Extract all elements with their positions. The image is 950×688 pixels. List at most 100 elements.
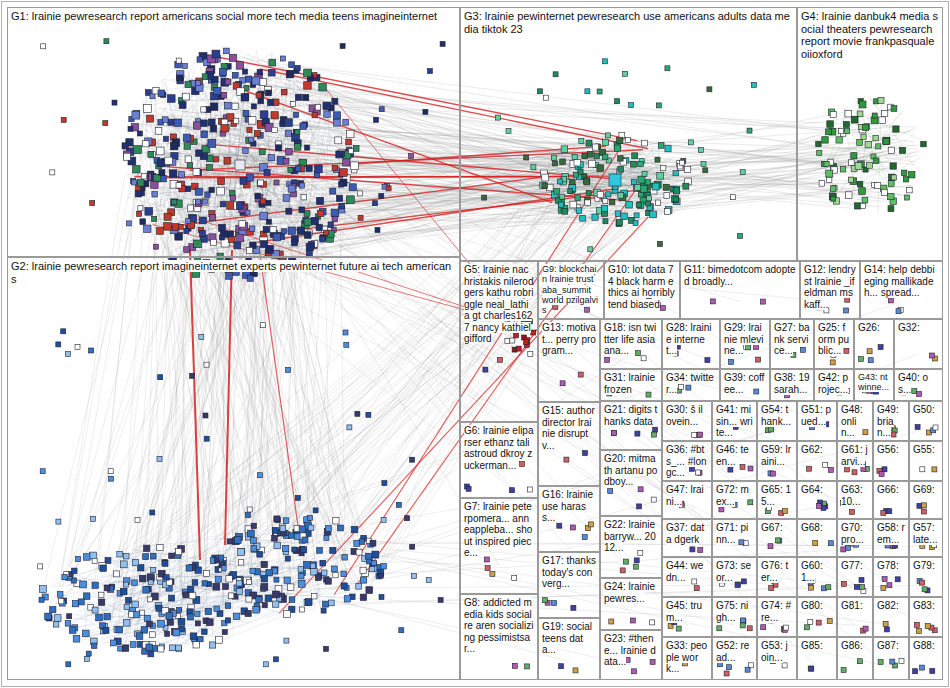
vertex-marker: [335, 137, 342, 144]
vertex-marker: [333, 518, 339, 524]
vertex-marker: [123, 620, 130, 627]
vertex-marker: [175, 548, 181, 554]
vertex-marker: [219, 69, 226, 76]
vertex-marker: [381, 564, 387, 570]
vertex-marker: [210, 642, 216, 648]
vertex-marker: [86, 651, 91, 656]
vertex-marker: [262, 603, 267, 608]
vertex-marker: [169, 170, 177, 178]
vertex-marker: [201, 107, 206, 112]
vertex-marker: [260, 79, 267, 86]
vertex-marker: [258, 98, 264, 104]
vertex-marker: [228, 593, 234, 599]
vertex-marker: [226, 273, 233, 280]
vertex-marker: [148, 651, 154, 657]
vertex-marker: [252, 77, 260, 85]
network-edge: [136, 100, 217, 633]
vertex-marker: [247, 128, 252, 133]
vertex-marker: [286, 70, 294, 78]
vertex-marker: [411, 573, 416, 578]
network-edge: [165, 581, 299, 622]
vertex-marker: [592, 214, 598, 220]
vertex-marker: [283, 158, 289, 164]
vertex-marker: [242, 94, 249, 101]
vertex-marker: [280, 526, 286, 532]
vertex-marker: [199, 230, 205, 236]
vertex-marker: [224, 48, 230, 54]
vertex-marker: [324, 646, 329, 651]
vertex-marker: [193, 641, 200, 648]
network-edge: [103, 180, 210, 568]
network-edge: [870, 98, 896, 132]
vertex-marker: [248, 530, 255, 537]
vertex-marker: [177, 607, 182, 612]
network-edge: [668, 157, 903, 178]
network-edge: [204, 176, 684, 585]
vertex-marker: [428, 69, 433, 74]
network-edge: [167, 122, 187, 649]
vertex-marker: [311, 569, 318, 576]
network-edge: [368, 168, 660, 548]
vertex-marker: [195, 621, 200, 626]
vertex-marker: [264, 170, 270, 176]
vertex-marker: [304, 69, 312, 77]
vertex-marker: [351, 162, 359, 170]
vertex-marker: [344, 342, 349, 347]
vertex-marker: [289, 533, 295, 539]
network-edge: [136, 117, 855, 625]
network-edge: [122, 571, 209, 645]
vertex-marker: [189, 592, 196, 599]
vertex-marker: [255, 193, 261, 199]
network-edge: [190, 152, 920, 232]
vertex-marker: [100, 565, 106, 571]
network-edge: [67, 238, 187, 576]
vertex-marker: [246, 596, 252, 602]
vertex-marker: [298, 573, 304, 579]
vertex-marker: [157, 228, 164, 235]
vertex-marker: [325, 526, 331, 532]
vertex-marker: [344, 596, 350, 602]
vertex-marker: [251, 537, 257, 543]
network-edge: [350, 549, 891, 667]
network-edge: [334, 147, 621, 595]
vertex-marker: [324, 111, 330, 117]
network-edge: [93, 550, 179, 621]
network-edge: [98, 187, 135, 570]
vertex-marker: [183, 134, 190, 141]
vertex-marker: [347, 425, 352, 430]
vertex-marker: [260, 111, 268, 119]
network-edge: [856, 99, 891, 188]
network-edge: [889, 113, 901, 127]
network-edge: [135, 611, 274, 651]
vertex-marker: [232, 103, 238, 109]
vertex-marker: [219, 555, 224, 560]
vertex-marker: [375, 228, 380, 233]
vertex-marker: [213, 157, 218, 162]
vertex-marker: [313, 508, 318, 513]
network-edge: [76, 611, 256, 637]
vertex-marker: [203, 571, 209, 577]
vertex-marker: [243, 148, 248, 153]
vertex-marker: [143, 105, 151, 113]
vertex-marker: [152, 216, 157, 221]
vertex-marker: [299, 183, 304, 188]
vertex-marker: [205, 608, 211, 614]
vertex-marker: [225, 603, 231, 609]
vertex-marker: [347, 130, 355, 138]
vertex-marker: [360, 594, 366, 600]
network-edge: [251, 541, 331, 620]
vertex-marker: [162, 117, 168, 123]
network-edge: [133, 551, 335, 573]
vertex-marker: [50, 170, 55, 175]
vertex-marker: [225, 79, 231, 85]
vertex-marker: [165, 631, 170, 636]
network-edge: [176, 570, 223, 608]
vertex-marker: [124, 153, 131, 160]
vertex-marker: [351, 526, 357, 532]
network-edge: [178, 71, 233, 119]
network-edge: [269, 186, 914, 230]
network-edge: [244, 113, 818, 668]
network-edge: [126, 172, 283, 636]
vertex-marker: [318, 210, 324, 216]
vertex-marker: [45, 613, 52, 620]
